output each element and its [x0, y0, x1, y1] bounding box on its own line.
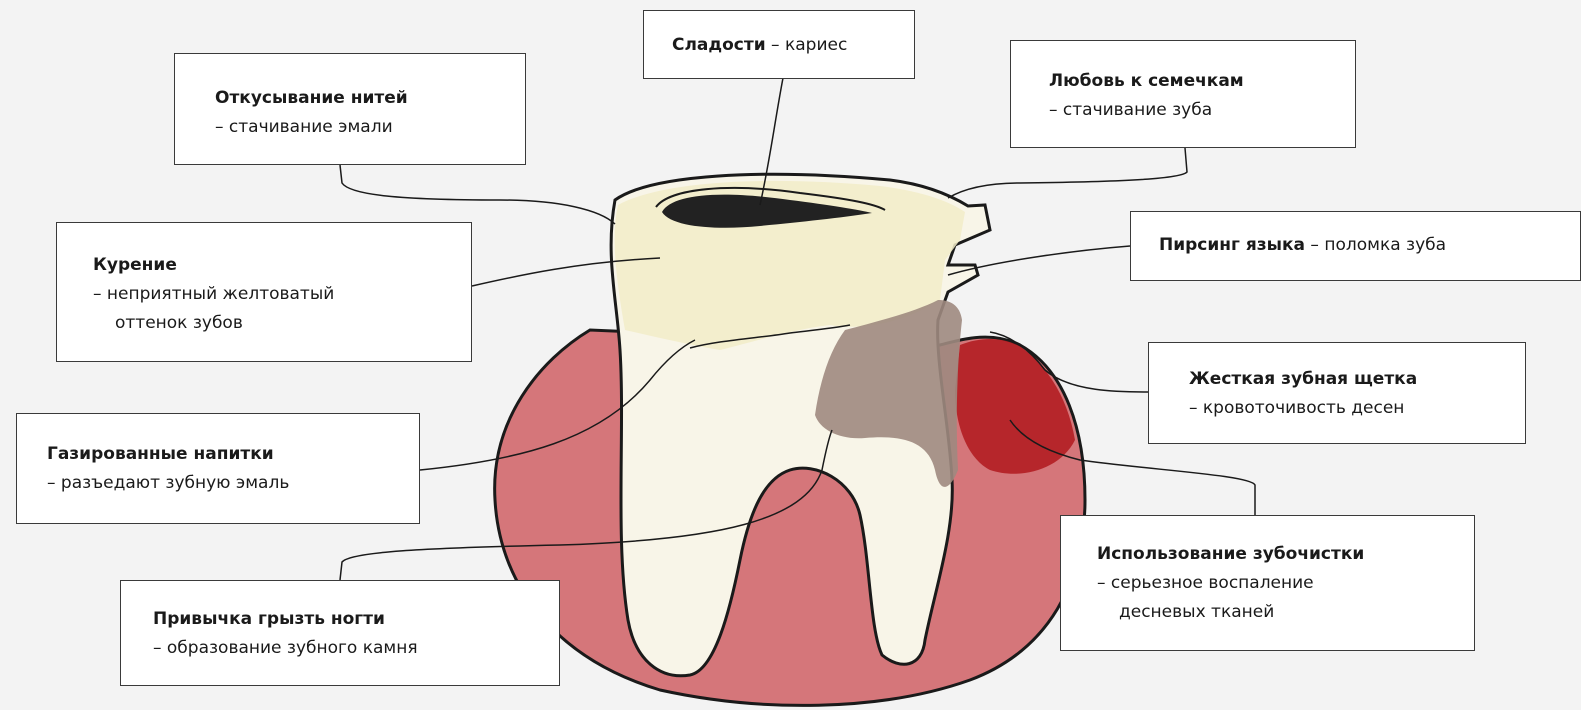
callout-seeds: Любовь к семечкам – стачивание зуба: [1010, 40, 1356, 148]
callout-soda-title: Газированные напитки: [47, 444, 274, 464]
callout-sweets: Сладости – кариес: [643, 10, 915, 79]
callout-toothpick-title: Использование зубочистки: [1097, 544, 1364, 564]
callout-thread: Откусывание нитей – стачивание эмали: [174, 53, 526, 165]
callout-nails-text: – образование зубного камня: [153, 634, 559, 663]
callout-piercing: Пирсинг языка – поломка зуба: [1130, 211, 1581, 281]
callout-smoking: Курение – неприятный желтоватый оттенок …: [56, 222, 472, 362]
leader-thread: [340, 165, 615, 224]
callout-soda-text: – разъедают зубную эмаль: [47, 469, 419, 498]
callout-smoking-text-2: оттенок зубов: [93, 309, 471, 338]
callout-hard-brush: Жесткая зубная щетка – кровоточивость де…: [1148, 342, 1526, 444]
callout-sweets-title: Сладости: [672, 35, 766, 55]
callout-thread-text: – стачивание эмали: [215, 113, 525, 142]
callout-smoking-title: Курение: [93, 255, 177, 275]
callout-toothpick: Использование зубочистки – серьезное вос…: [1060, 515, 1475, 651]
callout-nails: Привычка грызть ногти – образование зубн…: [120, 580, 560, 686]
callout-piercing-title: Пирсинг языка: [1159, 235, 1305, 255]
callout-sweets-text: – кариес: [766, 35, 848, 55]
callout-nails-title: Привычка грызть ногти: [153, 609, 385, 629]
callout-seeds-text: – стачивание зуба: [1049, 96, 1355, 125]
callout-toothpick-text-2: десневых тканей: [1097, 598, 1474, 627]
callout-piercing-text: – поломка зуба: [1305, 235, 1446, 255]
callout-thread-title: Откусывание нитей: [215, 88, 408, 108]
callout-soda: Газированные напитки – разъедают зубную …: [16, 413, 420, 524]
callout-hard-brush-text: – кровоточивость десен: [1189, 394, 1525, 423]
callout-toothpick-text-1: – серьезное воспаление: [1097, 569, 1474, 598]
callout-smoking-text-1: – неприятный желтоватый: [93, 280, 471, 309]
callout-hard-brush-title: Жесткая зубная щетка: [1189, 369, 1417, 389]
callout-seeds-title: Любовь к семечкам: [1049, 71, 1244, 91]
leader-seeds: [948, 148, 1187, 198]
